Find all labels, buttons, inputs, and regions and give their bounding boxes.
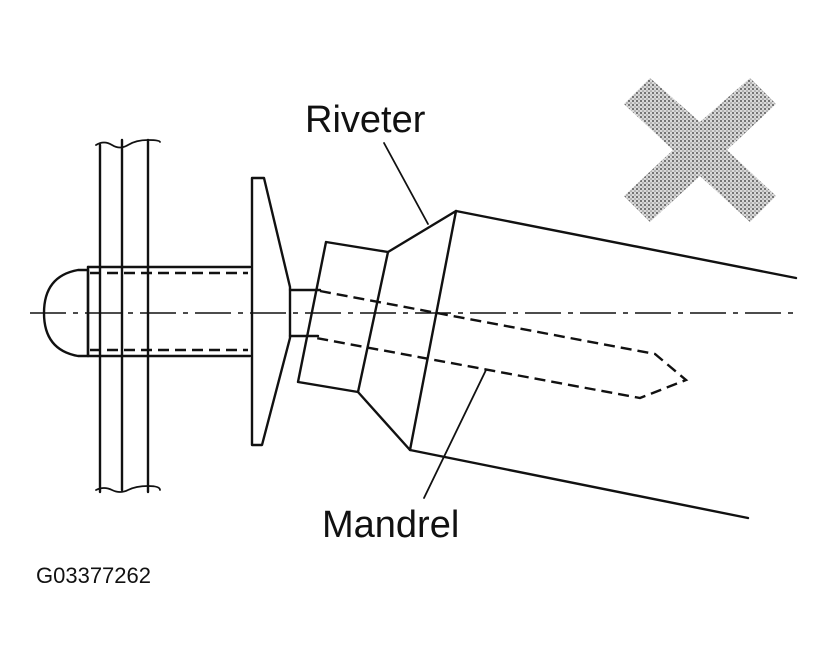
mandrel-hidden — [315, 289, 689, 400]
mandrel-label: Mandrel — [322, 504, 459, 546]
mandrel-leader — [423, 369, 487, 499]
riveter-label: Riveter — [305, 99, 426, 141]
riveter-tool — [296, 209, 798, 520]
panel — [95, 138, 161, 494]
figure-code: G03377262 — [36, 563, 151, 588]
riveter-leader — [383, 142, 429, 225]
rivet-body — [86, 265, 252, 358]
rivet-flange — [250, 176, 292, 447]
mandrel-stem — [288, 288, 322, 338]
rivet-mandrel-hidden — [90, 271, 248, 352]
incorrect-x-icon — [624, 78, 776, 222]
rivet-head — [42, 268, 90, 358]
